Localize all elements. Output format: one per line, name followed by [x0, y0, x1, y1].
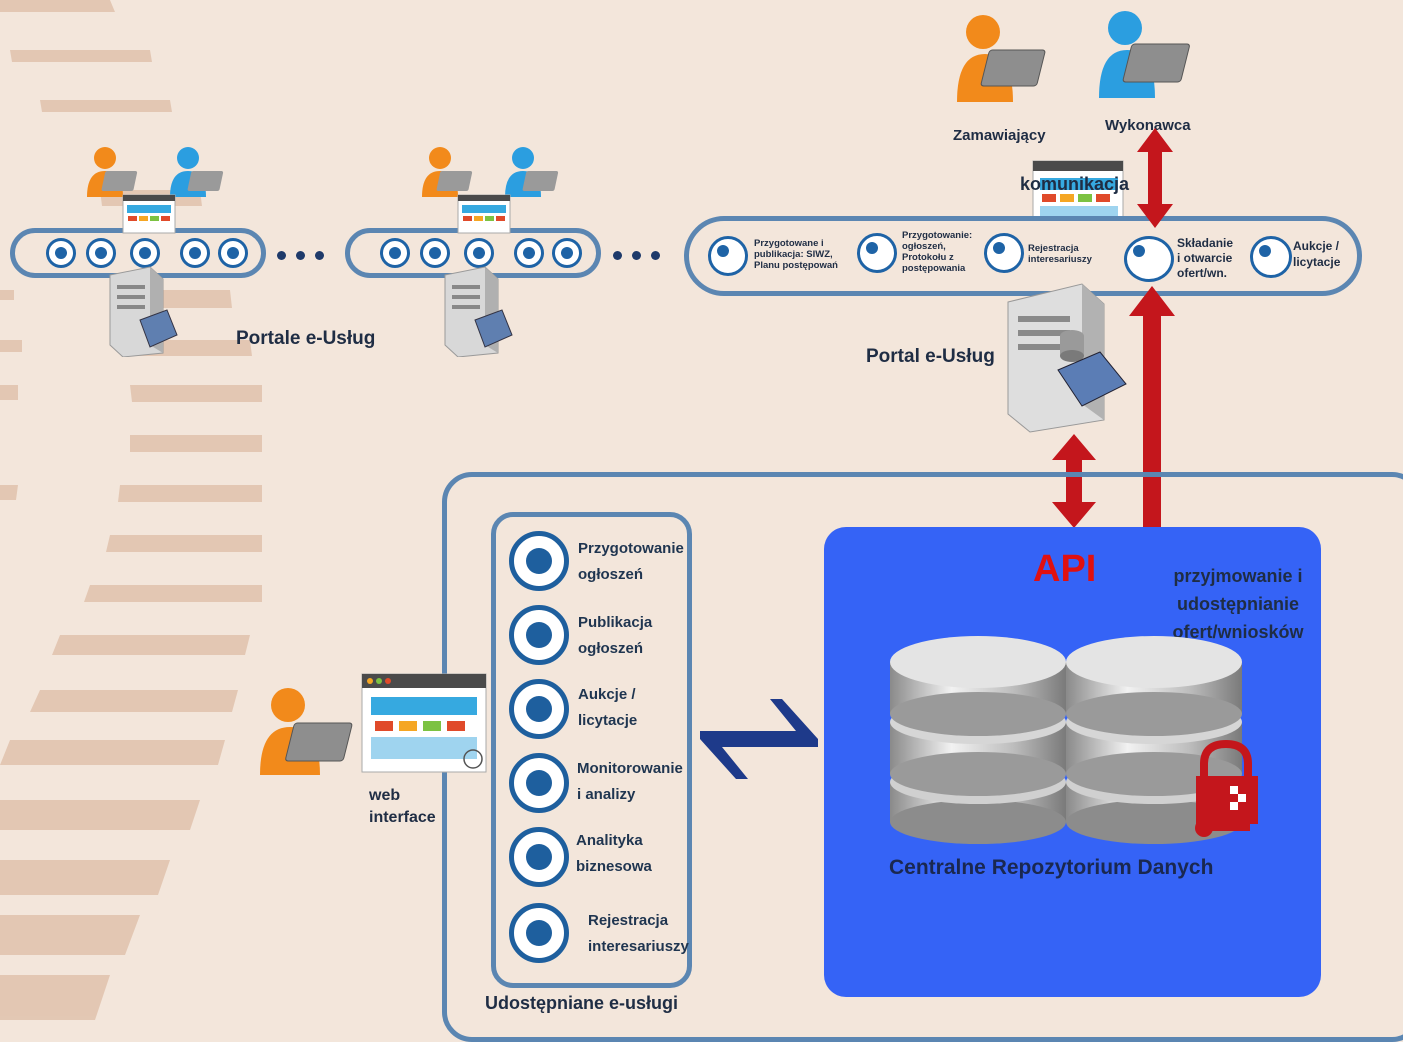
- pie-chart-icon: [509, 827, 569, 887]
- server-icon: [109, 266, 178, 357]
- document-list-icon: [857, 233, 897, 273]
- offer-icon: [1124, 236, 1174, 282]
- exchange-arrows-icon: [700, 699, 818, 779]
- udostepniane-label: Udostępniane e-usługi: [485, 993, 679, 1013]
- web-browser-icon: [361, 673, 487, 773]
- document-list-icon: [420, 238, 450, 268]
- wykonawca-label: Wykonawca: [1105, 117, 1191, 134]
- zamawiajacy-label: Zamawiający: [953, 127, 1046, 144]
- portale-label: Portale e-Usług: [236, 328, 376, 349]
- user-add-icon: [984, 233, 1024, 273]
- wykonawca-user-icon: [1099, 11, 1190, 98]
- document-edit-icon: [708, 236, 748, 276]
- document-edit-icon: [380, 238, 410, 268]
- repository-label: Centralne Repozytorium Danych: [889, 856, 1214, 879]
- web-user-icon: [260, 688, 353, 775]
- eservice-item: Aukcje /licytacje: [504, 674, 690, 744]
- magnifier-chart-icon: [509, 753, 569, 813]
- offer-icon: [514, 238, 544, 268]
- gavel-icon: [1250, 236, 1292, 278]
- portal-label: Portal e-Usług: [866, 346, 995, 367]
- padlock-icon: [1195, 740, 1258, 837]
- gavel-icon: [218, 238, 248, 268]
- gavel-icon: [552, 238, 582, 268]
- server-icon: [444, 266, 513, 357]
- komunikacja-label: komunikacja: [1020, 174, 1130, 194]
- portal-service-5: Aukcje /licytacje: [1293, 239, 1341, 269]
- eservices-panel: [491, 512, 692, 988]
- red-arrow-server: [1052, 434, 1096, 528]
- users-group-1: [87, 147, 224, 234]
- offer-icon: [180, 238, 210, 268]
- user-add-icon: [509, 903, 569, 963]
- user-add-icon: [464, 238, 494, 268]
- document-list-icon: [86, 238, 116, 268]
- ellipsis-1: [277, 247, 334, 265]
- user-add-icon: [130, 238, 160, 268]
- gavel-icon: [509, 679, 569, 739]
- bzp-ted-icon: [509, 605, 569, 665]
- api-label: API: [1033, 548, 1097, 590]
- document-edit-icon: [509, 531, 569, 591]
- red-arrow-wykonawca: [1137, 128, 1173, 228]
- server-icon: [1007, 283, 1127, 433]
- document-edit-icon: [46, 238, 76, 268]
- users-group-2: [422, 147, 559, 234]
- ellipsis-2: [613, 247, 670, 265]
- zamawiajacy-user-icon: [957, 15, 1046, 102]
